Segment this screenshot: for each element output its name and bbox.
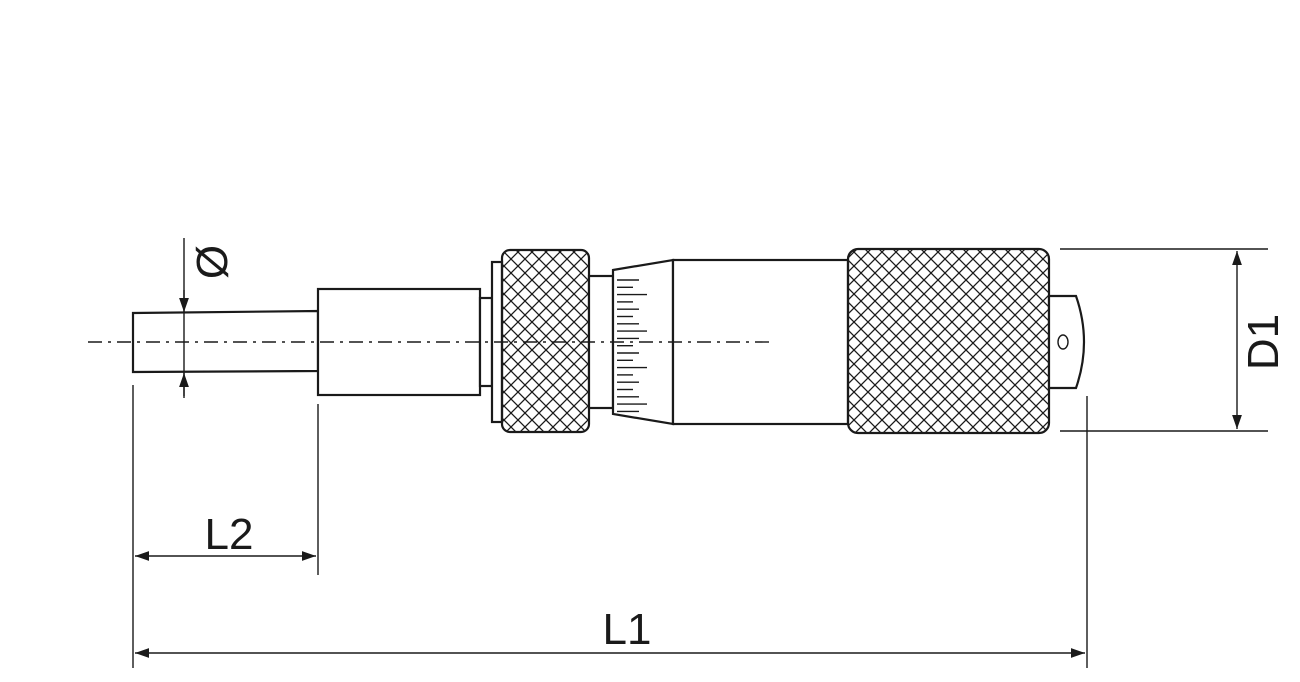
lock-nut-knurl xyxy=(500,248,591,434)
thimble-graduations xyxy=(617,279,647,413)
end-cap xyxy=(1047,294,1086,390)
l2-label: L2 xyxy=(205,510,254,559)
diameter-label: Ø xyxy=(188,245,237,279)
l1-label: L1 xyxy=(603,605,652,654)
ratchet-knurl xyxy=(846,247,1051,435)
d1-label: D1 xyxy=(1239,314,1288,370)
end-cap-pin xyxy=(1057,334,1069,350)
